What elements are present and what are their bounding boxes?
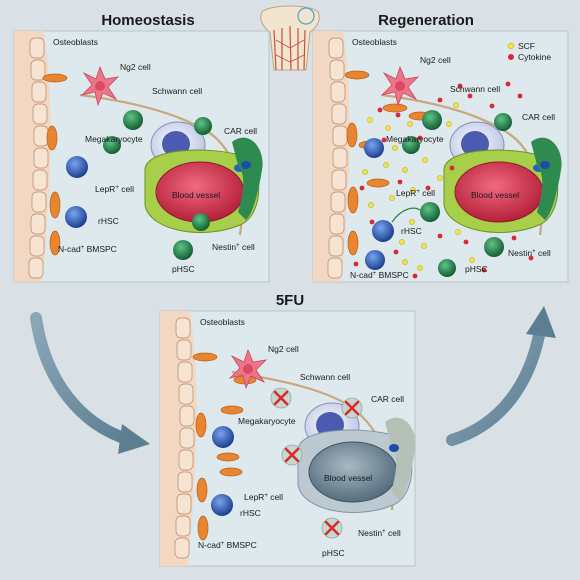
label-rhsc: rHSC [240, 508, 261, 518]
bone-illustration [224, 5, 357, 71]
legend-cytokine: Cytokine [518, 52, 551, 62]
label-megakaryocyte: Megakaryocyte [386, 134, 444, 144]
phsc-cell [123, 110, 143, 130]
label-osteoblasts: Osteoblasts [352, 37, 397, 47]
arrow-5fu-to-regeneration [446, 306, 556, 446]
label-schwann: Schwann cell [300, 372, 350, 382]
label-car: CAR cell [224, 126, 257, 136]
panel-5fu: Osteoblasts Ng2 cell Schwann cell CAR ce… [159, 310, 416, 567]
label-lepr: LepR+ cell [95, 184, 134, 194]
panel-regeneration: SCF Cytokine Osteoblasts Ng2 cell Schwan… [312, 30, 569, 283]
label-nestin: Nestin+ cell [212, 242, 255, 252]
label-osteoblasts: Osteoblasts [53, 37, 98, 47]
label-ng2: Ng2 cell [268, 344, 299, 354]
label-ncad: N-cad+ BMSPC [198, 540, 257, 550]
label-blood-vessel: Blood vessel [471, 190, 519, 200]
label-car: CAR cell [371, 394, 404, 404]
label-lepr: LepR+ cell [396, 188, 435, 198]
legend-scf: SCF [518, 41, 535, 51]
phsc-cell [103, 136, 121, 154]
label-lepr: LepR+ cell [244, 492, 283, 502]
legend-scf-swatch [507, 42, 515, 50]
phsc-cell [194, 117, 212, 135]
ablated-phsc [270, 387, 363, 539]
label-rhsc: rHSC [98, 216, 119, 226]
label-rhsc: rHSC [401, 226, 422, 236]
phsc-cell [192, 213, 210, 231]
label-schwann: Schwann cell [450, 84, 500, 94]
label-blood-vessel: Blood vessel [172, 190, 220, 200]
label-nestin: Nestin+ cell [358, 528, 401, 538]
label-megakaryocyte: Megakaryocyte [238, 416, 296, 426]
label-schwann: Schwann cell [152, 86, 202, 96]
label-blood-vessel: Blood vessel [324, 473, 372, 483]
label-ncad: N-cad+ BMSPC [58, 244, 117, 254]
title-regeneration: Regeneration [378, 12, 474, 29]
label-megakaryocyte: Megakaryocyte [85, 134, 143, 144]
scf-dots [362, 102, 475, 271]
title-homeostasis: Homeostasis [101, 12, 194, 29]
label-phsc: pHSC [465, 264, 488, 274]
panel-homeostasis: Osteoblasts Ng2 cell Schwann cell CAR ce… [13, 30, 270, 283]
label-ncad: N-cad+ BMSPC [350, 270, 409, 280]
label-phsc: pHSC [322, 548, 345, 558]
title-5fu: 5FU [276, 292, 304, 309]
label-phsc: pHSC [172, 264, 195, 274]
label-nestin: Nestin+ cell [508, 248, 551, 258]
rhsc-cell [65, 206, 87, 228]
label-ng2: Ng2 cell [120, 62, 151, 72]
rhsc-cell [66, 156, 88, 178]
phsc-cell [173, 240, 193, 260]
cytokine-dots [353, 81, 534, 279]
label-osteoblasts: Osteoblasts [200, 317, 245, 327]
label-car: CAR cell [522, 112, 555, 122]
arrow-homeostasis-to-5fu [30, 312, 150, 454]
label-ng2: Ng2 cell [420, 55, 451, 65]
legend-cytokine-swatch [508, 54, 514, 60]
